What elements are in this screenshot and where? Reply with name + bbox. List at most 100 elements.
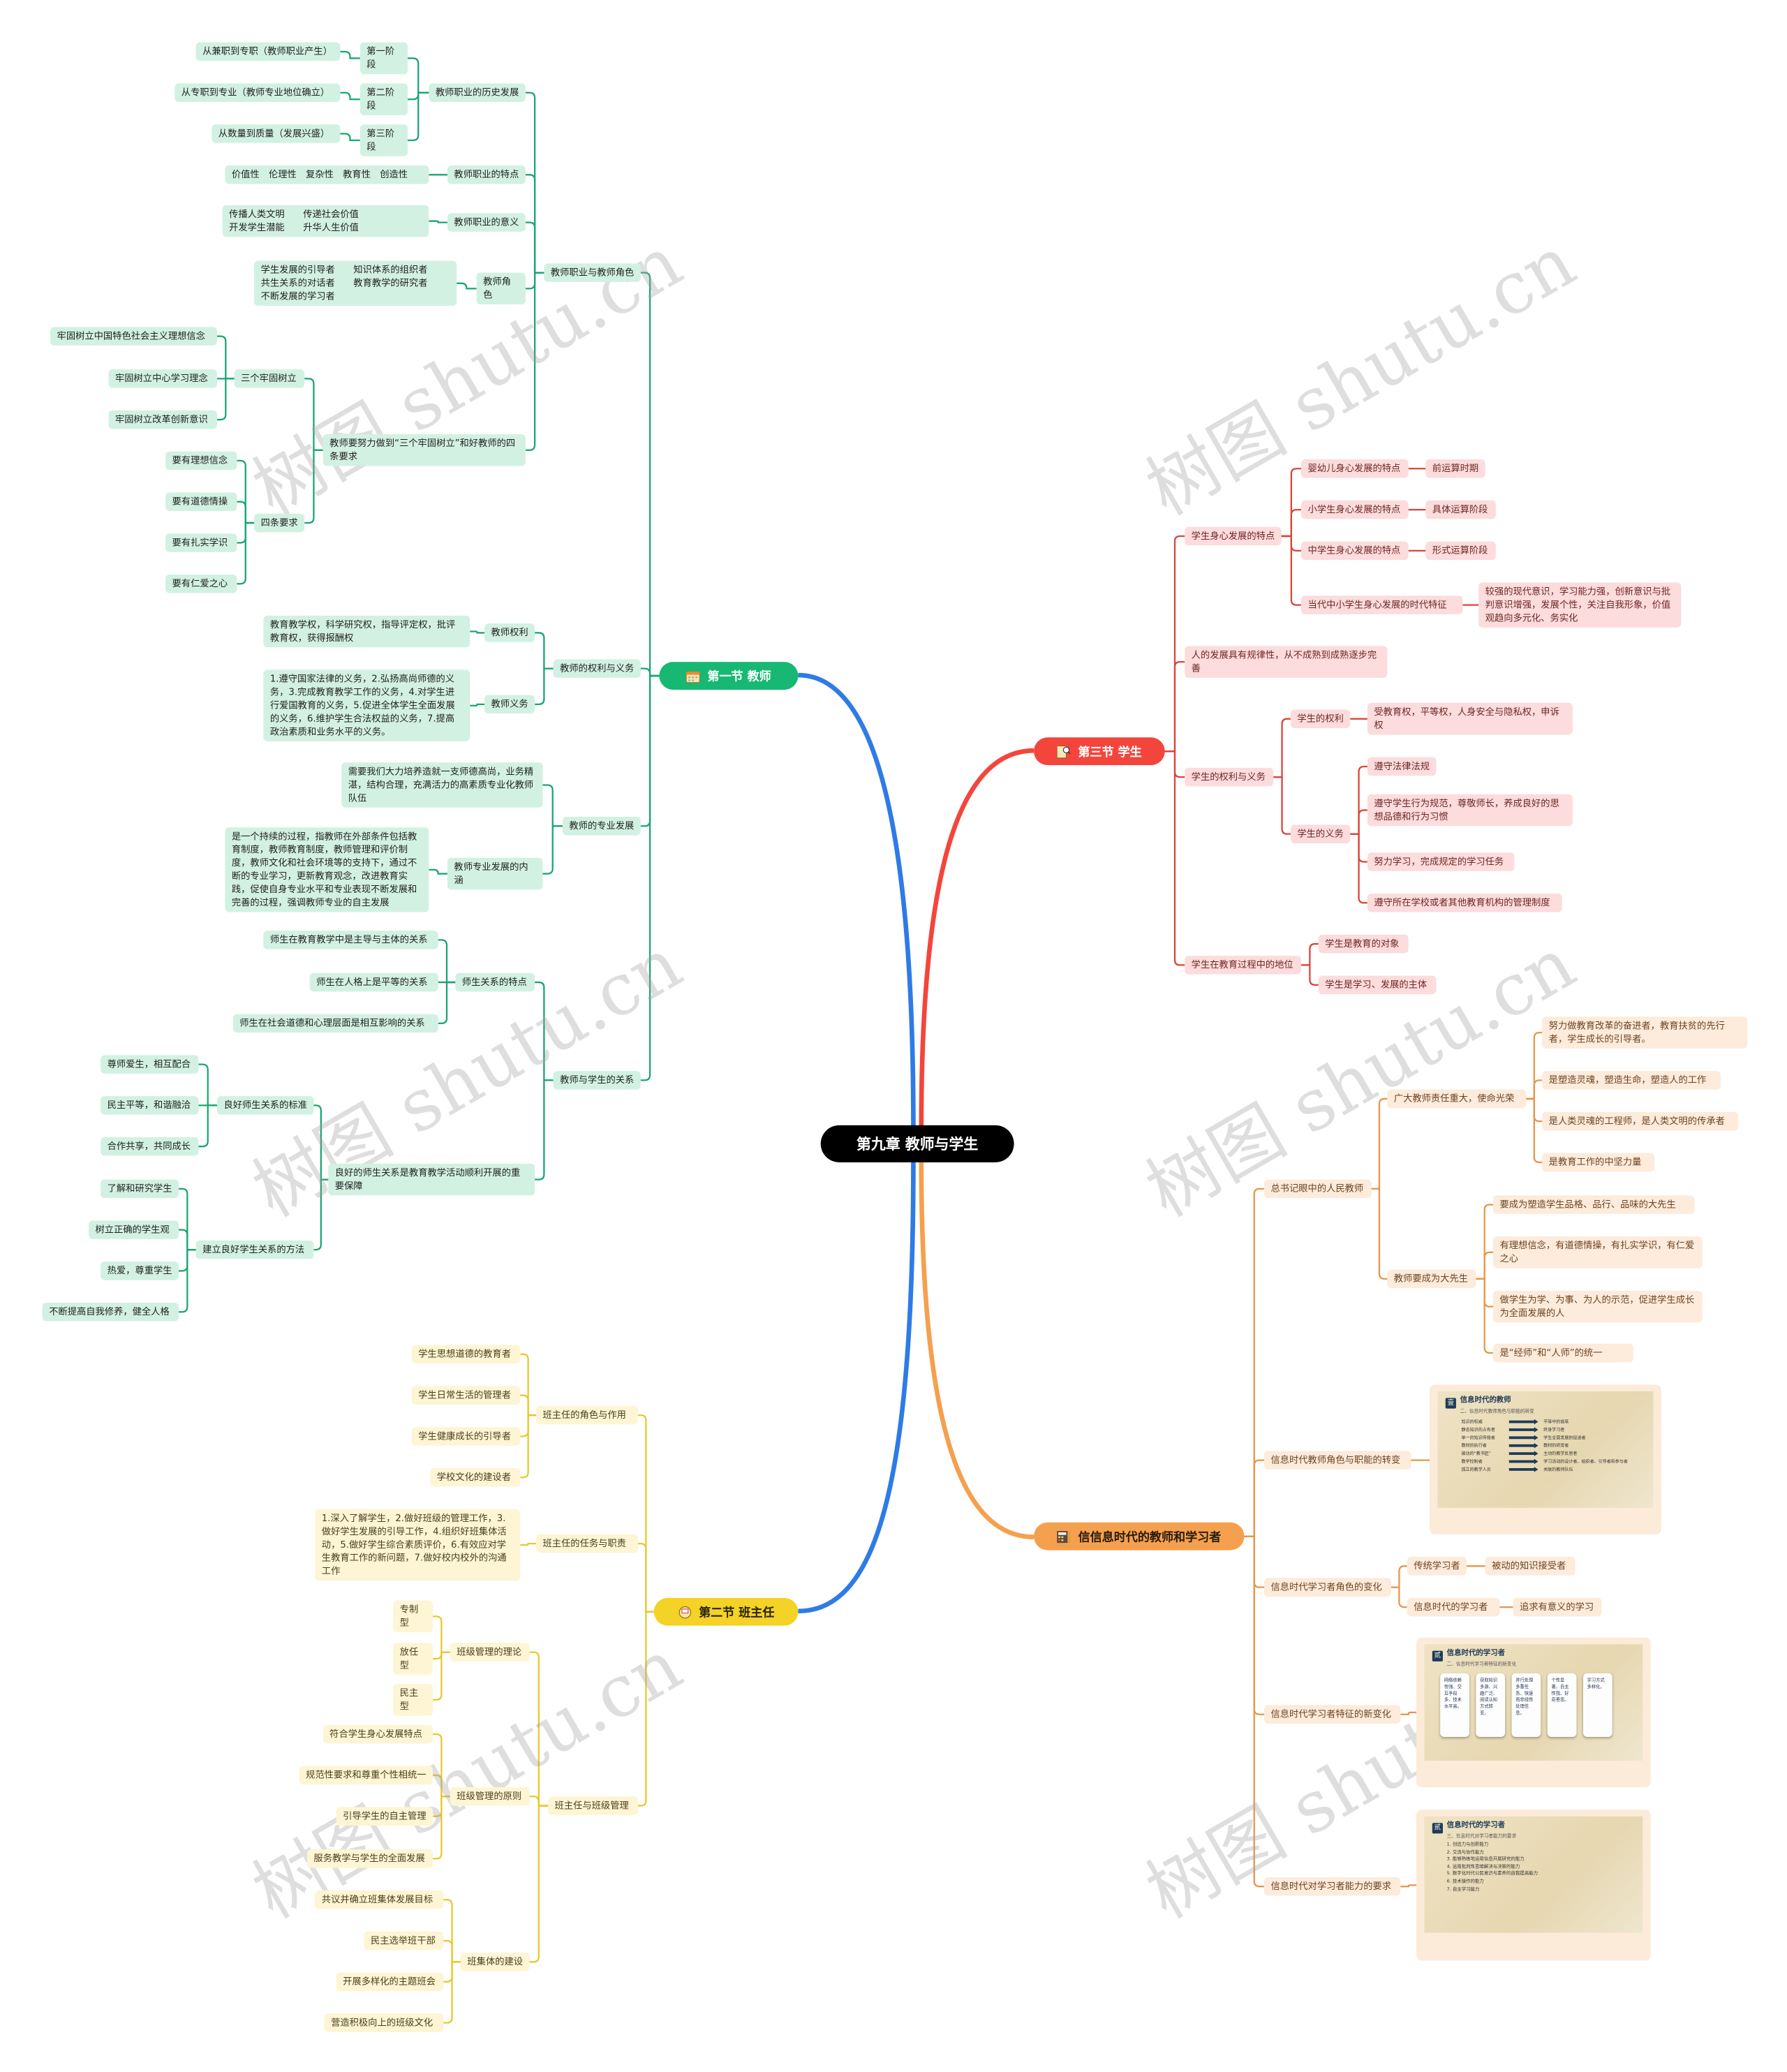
learner-type-leaf[interactable]: 追求有意义的学习 [1513,1597,1602,1617]
topic-requirements[interactable]: 教师要努力做到“三个牢固树立”和好教师的四条要求 [322,434,526,466]
topic-good-relationship[interactable]: 良好的师生关系是教育教学活动顺利开展的重要保障 [328,1163,535,1196]
list-item[interactable]: 做学生为学、为事、为人的示范，促进学生成长为全面发展的人 [1493,1290,1703,1323]
list-item[interactable]: 牢固树立中国特色社会主义理想信念 [50,327,217,346]
learner-type-leaf[interactable]: 被动的知识接受者 [1485,1557,1575,1576]
development-stage[interactable]: 当代中小学生身心发展的时代特征 [1301,595,1463,614]
rights-content[interactable]: 受教育权，平等权，人身安全与隐私权，申诉权 [1367,702,1573,735]
roles-content[interactable]: 学生发展的引导者 知识体系的组织者 共生关系的对话者 教育教学的研究者 不断发展… [254,260,457,306]
list-item[interactable]: 树立正确的学生观 [89,1220,179,1239]
list-item[interactable]: 服务教学与学生的全面发展 [306,1849,433,1868]
topic-head-teacher-role[interactable]: 班主任的角色与作用 [536,1405,639,1425]
list-item[interactable]: 学生健康成长的引导者 [411,1427,521,1446]
stage-node[interactable]: 第二阶段 [359,83,408,115]
list-item[interactable]: 学校文化的建设者 [430,1467,521,1487]
topic-great-responsibility[interactable]: 广大教师责任重大，使命光荣 [1387,1089,1527,1109]
significance-content[interactable]: 传播人类文明 传递社会价值 开发学生潜能 升华人生价值 [222,205,429,237]
topic-management-theory[interactable]: 班级管理的理论 [450,1643,530,1662]
topic-profession-and-role[interactable]: 教师职业与教师角色 [544,263,641,282]
tasks-content[interactable]: 1.深入了解学生，2.做好班级的管理工作，3.做好学生发展的引导工作，4.组织好… [315,1509,521,1581]
list-item[interactable]: 规范性要求和尊重个性相统一 [299,1766,433,1785]
features-content[interactable]: 价值性 伦理性 复杂性 教育性 创造性 [225,165,429,184]
slide-image-learner-features[interactable]: 贰 信息时代的学习者 二、信息时代学习者特征的新变化 网络依赖性强、交互手段多、… [1416,1637,1651,1788]
list-item[interactable]: 了解和研究学生 [101,1179,179,1199]
topic-student-position[interactable]: 学生在教育过程中的地位 [1185,956,1302,975]
list-item[interactable]: 学生是学习、发展的主体 [1318,975,1437,995]
list-item[interactable]: 学生是教育的对象 [1318,934,1409,954]
topic-features[interactable]: 教师职业的特点 [447,165,526,184]
topic-relationship-features[interactable]: 师生关系的特点 [455,972,535,992]
slide-image-teacher-transform[interactable]: 壹 信息时代的教师 二、信息时代教师角色与职能的转变 知识的权威平等中的首席 静… [1430,1384,1661,1534]
list-item[interactable]: 师生在教育教学中是主导与主体的关系 [263,931,438,949]
list-item[interactable]: 是教育工作的中坚力量 [1542,1153,1655,1172]
development-stage[interactable]: 婴幼儿身心发展的特点 [1301,459,1409,478]
topic-professional-development[interactable]: 教师的专业发展 [562,817,641,836]
stage-description[interactable]: 从专职到专业（教师专业地位确立） [175,83,341,103]
list-item[interactable]: 民主选举班干部 [364,1931,444,1951]
topic-learner-roles[interactable]: 信息时代学习者角色的变化 [1263,1578,1392,1597]
topic-history[interactable]: 教师职业的历史发展 [429,83,526,103]
list-item[interactable]: 营造积极向上的班级文化 [324,2013,444,2032]
list-item[interactable]: 引导学生的自主管理 [336,1807,433,1826]
development-stage[interactable]: 小学生身心发展的特点 [1301,500,1409,519]
learner-type[interactable]: 传统学习者 [1407,1557,1467,1576]
topic-standards[interactable]: 良好师生关系的标准 [216,1096,314,1115]
list-item[interactable]: 牢固树立改革创新意识 [108,410,217,429]
duties-content[interactable]: 1.遵守国家法律的义务，2.弘扬高尚师德的义务，3.完成教育教学工作的义务，4.… [263,669,470,741]
list-item[interactable]: 要有理想信念 [165,451,237,471]
topic-student-rights-duties[interactable]: 学生的权利与义务 [1185,767,1274,787]
professional-dev-need[interactable]: 需要我们大力培养造就一支师德高尚，业务精湛，结构合理，充满活力的高素质专业化教师… [341,762,543,808]
topic-class-building[interactable]: 班集体的建设 [460,1953,530,1971]
topic-four-requirements[interactable]: 四条要求 [254,513,305,533]
topic-secretary-view[interactable]: 总书记眼中的人民教师 [1263,1179,1372,1199]
topic-teacher-rights[interactable]: 教师权利 [484,623,535,642]
topic-student-duties[interactable]: 学生的义务 [1290,824,1351,843]
topic-student-development[interactable]: 学生身心发展的特点 [1185,526,1282,546]
topic-teacher-duties[interactable]: 教师义务 [484,695,535,714]
list-item[interactable]: 遵守法律法规 [1367,757,1437,776]
section-info-age[interactable]: 信信息时代的教师和学习者 [1034,1522,1245,1551]
topic-teacher-student-relationship[interactable]: 教师与学生的关系 [553,1071,641,1090]
list-item[interactable]: 热爱，尊重学生 [101,1261,179,1280]
topic-significance[interactable]: 教师职业的意义 [447,213,526,232]
topic-teacher-transform[interactable]: 信息时代教师角色与职能的转变 [1263,1451,1411,1470]
topic-rights-duties[interactable]: 教师的权利与义务 [553,659,641,678]
stage-leaf[interactable]: 前运算时期 [1425,459,1485,478]
list-item[interactable]: 是“经师”和“人师”的统一 [1493,1343,1634,1363]
list-item[interactable]: 是人类灵魂的工程师，是人类文明的传承者 [1542,1111,1738,1131]
topic-connotation[interactable]: 教师专业发展的内涵 [447,857,543,890]
list-item[interactable]: 开展多样化的主题班会 [336,1972,444,1992]
list-item[interactable]: 努力做教育改革的奋进者，教育扶贫的先行者，学生成长的引导者。 [1542,1016,1748,1049]
stage-node[interactable]: 第一阶段 [359,42,408,75]
list-item[interactable]: 学生思想道德的教育者 [411,1345,521,1364]
slide-image-learner-abilities[interactable]: 贰 信息时代的学习者 三、信息时代对学习者能力的要求 1. 创造力与创新能力 2… [1416,1810,1651,1961]
stage-description[interactable]: 从兼职到专职（教师职业产生） [195,42,341,61]
list-item[interactable]: 放任型 [393,1643,433,1675]
list-item[interactable]: 民主型 [393,1684,433,1716]
list-item[interactable]: 是塑造灵魂，塑造生命，塑造人的工作 [1542,1071,1721,1090]
list-item[interactable]: 要有扎实学识 [165,533,237,552]
topic-learner-abilities[interactable]: 信息时代对学习者能力的要求 [1263,1877,1401,1896]
list-item[interactable]: 有理想信念，有道德情操，有扎实学识，有仁爱之心 [1493,1236,1703,1268]
list-item[interactable]: 符合学生身心发展特点 [322,1724,433,1744]
central-topic[interactable]: 第九章 教师与学生 [820,1125,1014,1162]
list-item[interactable]: 共议并确立班集体发展目标 [315,1890,444,1909]
section-student[interactable]: 第三节 学生 [1034,737,1165,766]
list-item[interactable]: 牢固树立中心学习理念 [108,369,217,388]
list-item[interactable]: 不断提高自我修养，健全人格 [42,1302,179,1322]
topic-learner-features[interactable]: 信息时代学习者特征的新变化 [1263,1705,1401,1724]
stage-node[interactable]: 第三阶段 [359,124,408,156]
section-teacher[interactable]: 第一节 教师 [659,662,799,690]
list-item[interactable]: 遵守学生行为规范，尊敬师长，养成良好的思想品德和行为习惯 [1367,794,1573,827]
topic-methods[interactable]: 建立良好学生关系的方法 [195,1240,314,1259]
section-head-teacher[interactable]: 第二节 班主任 [653,1597,799,1626]
topic-three-firmly-establish[interactable]: 三个牢固树立 [234,369,305,388]
topic-development-law[interactable]: 人的发展具有规律性，从不成熟到成熟逐步完善 [1185,646,1388,678]
learner-type[interactable]: 信息时代的学习者 [1407,1597,1500,1617]
topic-student-rights[interactable]: 学生的权利 [1290,709,1351,728]
topic-head-teacher-tasks[interactable]: 班主任的任务与职责 [536,1534,639,1553]
list-item[interactable]: 遵守所在学校或者其他教育机构的管理制度 [1367,894,1562,912]
list-item[interactable]: 师生在社会道德和心理层面是相互影响的关系 [232,1014,438,1033]
stage-leaf[interactable]: 形式运算阶段 [1425,541,1496,561]
rights-content[interactable]: 教育教学权，科学研究权，指导评定权，批评教育权，获得报酬权 [263,615,470,648]
list-item[interactable]: 要有道德情操 [165,492,237,511]
